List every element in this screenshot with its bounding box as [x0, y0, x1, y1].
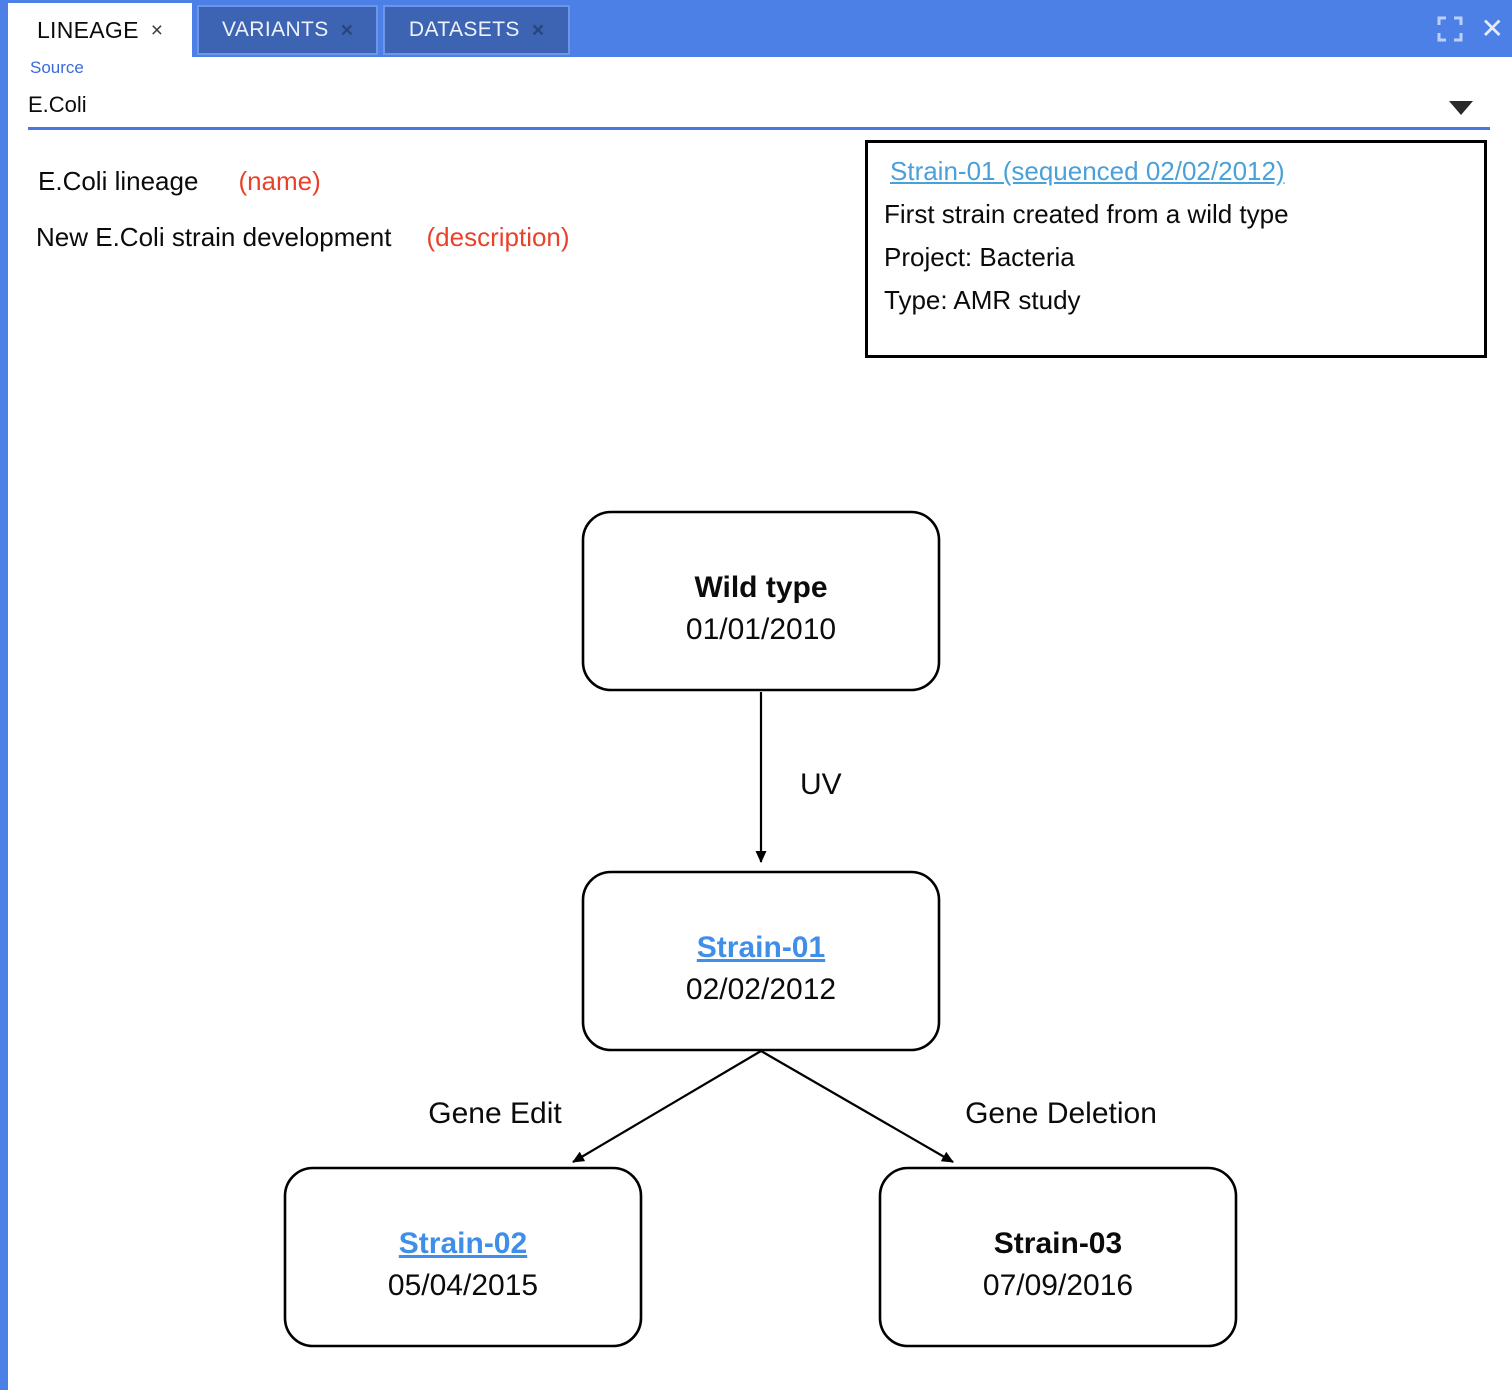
tab-lineage-label: LINEAGE [36, 16, 139, 43]
node-strain-02-date: 05/04/2015 [388, 1269, 538, 1302]
chevron-down-icon[interactable] [1449, 101, 1473, 115]
fullscreen-icon[interactable] [1437, 16, 1463, 42]
node-strain-01-date: 02/02/2012 [686, 973, 836, 1006]
tab-variants-close-icon[interactable]: × [340, 18, 353, 42]
source-select[interactable]: E.Coli [28, 92, 87, 117]
tab-variants[interactable]: VARIANTS × [197, 5, 378, 55]
strain-info-title-link[interactable]: Strain-01 (sequenced 02/02/2012) [890, 156, 1285, 186]
tab-datasets-close-icon[interactable]: × [531, 18, 545, 42]
lineage-name-row: E.Coli lineage (name) [38, 166, 321, 197]
node-wild-type-title: Wild type [694, 571, 827, 604]
tab-lineage-close-icon[interactable]: × [150, 18, 164, 42]
node-strain-02-link[interactable]: Strain-02 [399, 1227, 527, 1260]
edge-gene-edit [572, 1050, 762, 1163]
node-strain-03: Strain-03 07/09/2016 [878, 1166, 1238, 1348]
strain-info-description: First strain created from a wild type [884, 199, 1289, 229]
lineage-description: New E.Coli strain development [36, 222, 392, 252]
description-annotation: (description) [426, 222, 570, 252]
edge-label-gene-edit: Gene Edit [428, 1097, 562, 1130]
source-label: Source [30, 58, 84, 77]
tab-variants-label: VARIANTS [222, 18, 329, 41]
tab-datasets-label: DATASETS [408, 18, 520, 41]
strain-info-project: Project: Bacteria [884, 242, 1075, 272]
source-select-underline [28, 127, 1490, 130]
window-controls: ✕ [1437, 0, 1504, 57]
lineage-graph: UV Gene Edit Gene Deletion Wild type 01/… [283, 510, 1238, 1348]
close-icon[interactable]: ✕ [1480, 12, 1504, 44]
edge-gene-deletion [760, 1050, 954, 1163]
strain-info-type: Type: AMR study [884, 285, 1081, 315]
strain-info-box: Strain-01 (sequenced 02/02/2012) First s… [865, 140, 1487, 358]
node-strain-03-title: Strain-03 [994, 1227, 1122, 1260]
node-strain-01-link[interactable]: Strain-01 [697, 931, 825, 964]
node-strain-01: Strain-01 02/02/2012 [581, 870, 941, 1052]
name-annotation: (name) [238, 166, 321, 196]
node-strain-02: Strain-02 05/04/2015 [283, 1166, 643, 1348]
node-wild-type-date: 01/01/2010 [686, 613, 836, 646]
node-wild-type: Wild type 01/01/2010 [581, 510, 941, 692]
tab-lineage[interactable]: LINEAGE × [8, 3, 192, 57]
lineage-name: E.Coli lineage [38, 166, 199, 196]
lineage-description-row: New E.Coli strain development (descriptio… [36, 222, 570, 253]
edge-label-gene-deletion: Gene Deletion [965, 1097, 1157, 1130]
tab-datasets[interactable]: DATASETS × [383, 5, 570, 55]
node-strain-03-date: 07/09/2016 [983, 1269, 1133, 1302]
window-left-border [0, 0, 8, 1390]
edge-label-uv: UV [800, 768, 842, 801]
